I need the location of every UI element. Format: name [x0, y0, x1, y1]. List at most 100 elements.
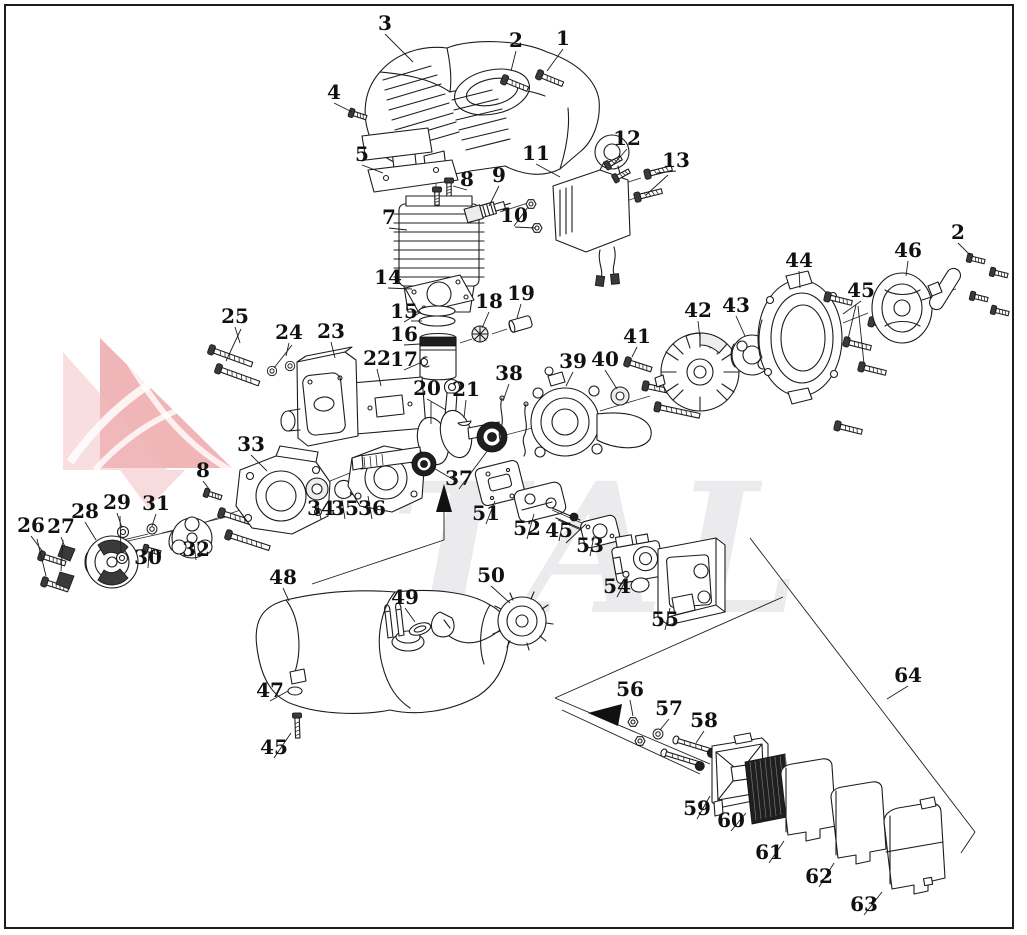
label-leader-20: [426, 398, 447, 411]
part-label-64: 64: [894, 663, 922, 687]
label-leader-2: [510, 50, 517, 72]
label-leader-19: [516, 303, 522, 319]
part-label-13: 13: [662, 148, 690, 172]
part-label-27: 27: [47, 514, 75, 538]
extra-leader: [60, 539, 64, 572]
extra-leader: [645, 174, 669, 196]
label-leader-12: [611, 148, 628, 167]
needle-bearing: [471, 325, 489, 343]
part-label-32: 32: [182, 537, 210, 561]
part-label-4: 4: [327, 80, 341, 104]
label-leader-46: [905, 260, 909, 277]
part-label-56: 56: [616, 677, 644, 701]
muffler: [280, 346, 359, 447]
label-leader-2: [957, 242, 971, 256]
part-label-40: 40: [591, 347, 619, 371]
label-leader-13: [656, 170, 677, 174]
part-label-22: 22: [363, 346, 391, 370]
label-leader-17: [403, 361, 423, 371]
part-label-63: 63: [850, 892, 878, 916]
part-label-2: 2: [951, 220, 965, 244]
part-label-17: 17: [390, 347, 418, 371]
filter-screw-58a: [660, 748, 705, 771]
part-label-37: 37: [445, 466, 473, 490]
part-label-29: 29: [103, 490, 131, 514]
label-leader-29: [116, 512, 123, 529]
piston-circlip: [420, 356, 430, 368]
filter-cover-63: [883, 796, 946, 895]
bearing-left: [411, 451, 437, 477]
group-bracket-64: [554, 537, 976, 854]
part-label-52: 52: [513, 516, 541, 540]
wire-clips-38: [498, 395, 529, 457]
label-leader-55: [664, 607, 671, 631]
label-leader-38: [502, 383, 510, 402]
part-label-47: 47: [256, 678, 284, 702]
label-leader-54: [616, 575, 629, 598]
label-leader-60: [730, 812, 747, 832]
label-leader-59: [696, 795, 711, 820]
part-label-20: 20: [413, 376, 441, 400]
label-leader-45: [558, 520, 564, 542]
spark-plug: [463, 201, 511, 224]
label-leader-28: [84, 521, 97, 541]
part-label-21: 21: [452, 377, 480, 401]
engine-cover: [364, 41, 600, 183]
label-leader-63: [863, 891, 883, 916]
label-leader-30: [147, 551, 150, 569]
label-leader-44: [798, 270, 801, 289]
label-leader-31: [151, 513, 157, 527]
label-leader-42: [697, 320, 701, 339]
label-leader-9: [488, 185, 500, 207]
part-label-43: 43: [722, 293, 750, 317]
extra-leader: [847, 304, 857, 340]
filter-plate-62: [830, 781, 887, 865]
label-leader-1: [546, 48, 564, 72]
assembly-arrow-up: [311, 484, 452, 585]
assembly-arrow-left: [588, 704, 622, 726]
label-leader-62: [818, 862, 835, 888]
fan-housing-44: [757, 270, 843, 405]
label-leader-32: [193, 543, 197, 561]
extra-leader: [119, 515, 122, 554]
part-label-28: 28: [71, 499, 99, 523]
exhaust-gasket-51: [474, 459, 526, 507]
cover-plate-gasket: [361, 127, 459, 193]
label-leader-37: [458, 449, 489, 490]
watermark-logo: [63, 338, 239, 508]
filter-nut-56a: [627, 717, 639, 727]
part-label-45: 45: [545, 518, 573, 542]
label-leader-45: [842, 300, 862, 315]
extra-leader: [514, 226, 536, 229]
part-label-1: 1: [556, 26, 570, 50]
label-leader-57: [659, 718, 670, 731]
part-label-41: 41: [623, 324, 651, 348]
label-leader-48: [282, 587, 290, 602]
label-leader-18: [481, 311, 490, 329]
part-label-48: 48: [269, 565, 297, 589]
part-label-35: 35: [331, 496, 359, 520]
part-label-10: 10: [500, 203, 528, 227]
part-label-9: 9: [492, 163, 506, 187]
half-moon-washer-21: [457, 420, 472, 426]
piston-rings: [418, 305, 456, 327]
label-leader-24: [285, 342, 290, 357]
muffler-washer-a: [266, 365, 278, 377]
label-leader-23: [330, 341, 336, 359]
part-label-59: 59: [683, 796, 711, 820]
label-leader-16: [403, 343, 421, 346]
part-label-61: 61: [755, 840, 783, 864]
part-label-31: 31: [142, 491, 170, 515]
label-leader-8: [202, 480, 210, 490]
label-leader-64: [886, 685, 909, 700]
label-leader-39: [565, 371, 574, 387]
airbox-base-55: [657, 537, 726, 626]
bearing-right-37: [476, 421, 508, 453]
part-label-7: 7: [382, 205, 396, 229]
piston: [419, 332, 457, 381]
label-leader-34: [316, 500, 322, 520]
muffler-washer-b: [284, 360, 296, 372]
label-leader-45: [273, 732, 292, 759]
